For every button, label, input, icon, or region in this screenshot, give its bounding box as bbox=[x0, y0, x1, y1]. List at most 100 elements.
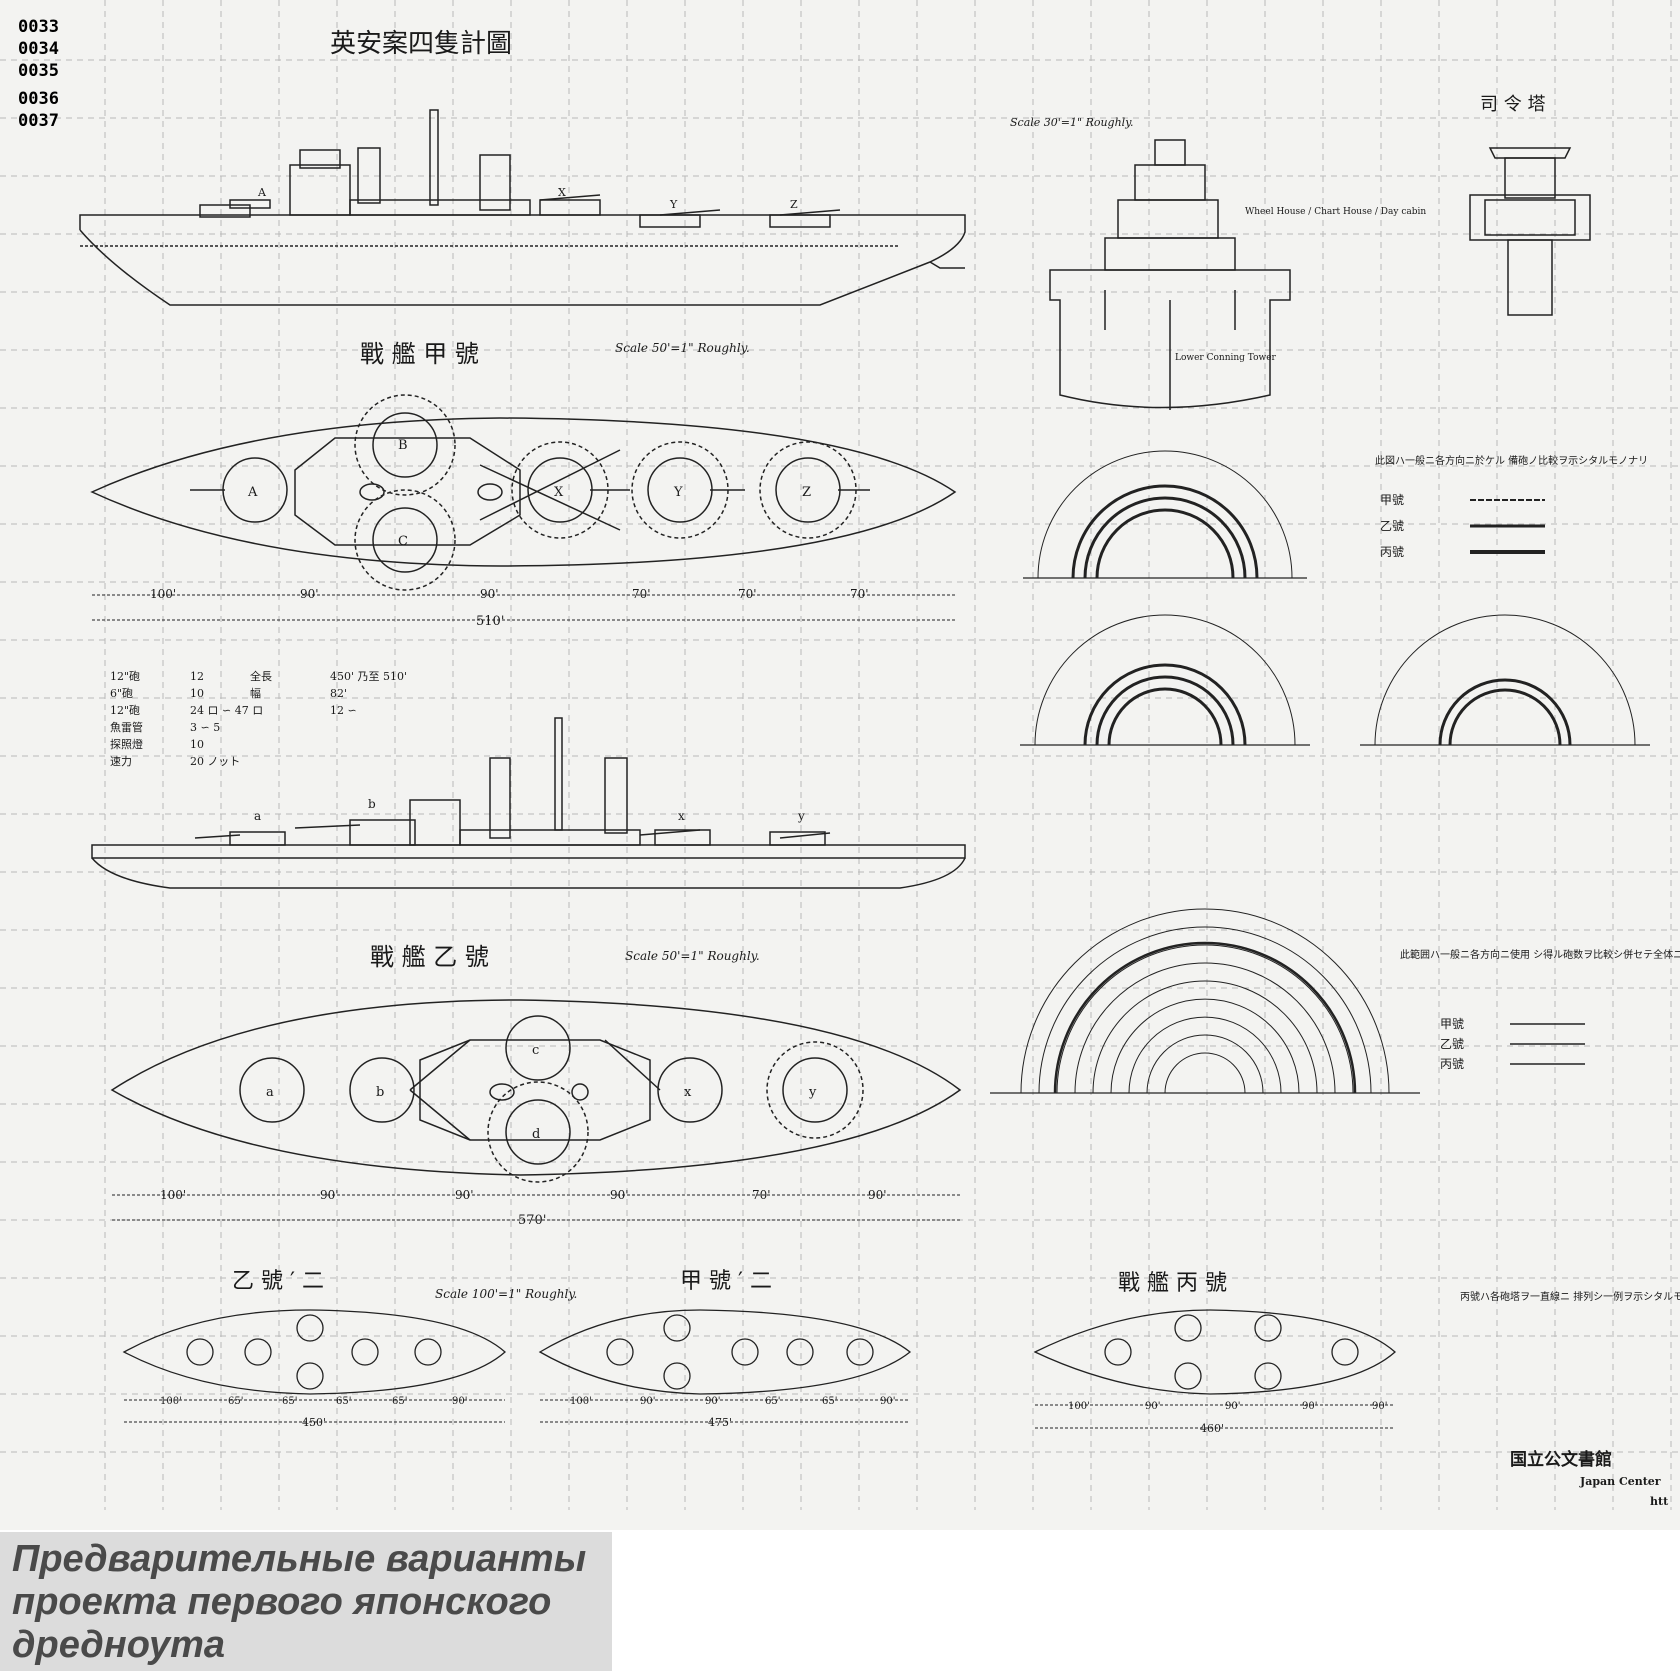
fire-arc bbox=[1374, 614, 1636, 746]
ship-a-title: 戰 艦 甲 號 bbox=[360, 340, 479, 368]
fire-arc bbox=[1083, 663, 1247, 746]
fire-arc-diagrams bbox=[990, 450, 1650, 1094]
plan-turret-x: X bbox=[554, 485, 564, 500]
turret-label-y: Y bbox=[669, 198, 678, 211]
spec-cell: 全長 bbox=[250, 669, 272, 683]
plan-turret-b: B bbox=[398, 438, 408, 453]
dim-b-4: 70' bbox=[752, 1188, 771, 1202]
plan-turret-y: Y bbox=[673, 485, 683, 500]
tower-section-drawing bbox=[1049, 139, 1291, 410]
fire-arc bbox=[1037, 450, 1293, 579]
page-number: 0033 bbox=[18, 17, 59, 37]
dim-c-2: 90' bbox=[1225, 1401, 1240, 1412]
ship-c-plan-view bbox=[1033, 1309, 1396, 1395]
page-number-list: 0033 0034 0035 0036 0037 bbox=[18, 17, 59, 131]
side-b-turret-b: b bbox=[368, 797, 376, 811]
plan-turret-z: Z bbox=[802, 485, 811, 500]
plan-b-turret-d: d bbox=[532, 1127, 540, 1142]
spec-cell: 450' 乃至 510' bbox=[330, 670, 407, 683]
dim-a-1: 90' bbox=[300, 587, 319, 601]
side-b-turret-y: y bbox=[797, 809, 805, 823]
fire-arc bbox=[1095, 508, 1235, 579]
ship-c-title: 戰 艦 丙 號 bbox=[1118, 1271, 1227, 1296]
legend-top-note: 此図ハ一般ニ各方向ニ於ケル 備砲ノ比較ヲ示シタルモノナリ bbox=[1375, 454, 1648, 467]
dim-b-3: 90' bbox=[610, 1188, 629, 1202]
caption: Предварительные варианты проекта первого… bbox=[12, 1538, 612, 1667]
dim-a-2: 90' bbox=[480, 587, 499, 601]
spec-cell: 12"砲 bbox=[110, 704, 140, 717]
dim-a-4: 70' bbox=[738, 587, 757, 601]
small-scale-note: Scale 100'=1" Roughly. bbox=[435, 1287, 577, 1301]
dim-a-5: 70' bbox=[850, 587, 869, 601]
dim-a2-3: 65' bbox=[765, 1396, 780, 1407]
ship-b-dimension-line bbox=[112, 1194, 960, 1221]
dim-c-total: 460' bbox=[1200, 1422, 1224, 1435]
ship-a2-plan-view bbox=[538, 1309, 912, 1395]
ship-a-plan-view bbox=[90, 394, 957, 591]
legend-bottom-note: 此範囲ハ一般ニ各方向ニ使用 シ得ル砲数ヲ比較シ併セテ全体ニ 對スル Percen… bbox=[1400, 948, 1680, 961]
conning-tower-detail bbox=[1469, 147, 1591, 316]
dim-b-total: 570' bbox=[518, 1213, 546, 1228]
ship-a-dimension-line bbox=[92, 594, 955, 621]
dim-b-5: 90' bbox=[868, 1188, 887, 1202]
dim-a2-2: 90' bbox=[705, 1396, 720, 1407]
fire-arc bbox=[1038, 926, 1372, 1094]
stamp-title: 国立公文書館 bbox=[1510, 1449, 1612, 1470]
fire-arc bbox=[1056, 944, 1354, 1094]
dim-a2-1: 90' bbox=[640, 1396, 655, 1407]
fire-arc bbox=[1092, 980, 1318, 1094]
conning-tower-title: 司 令 塔 bbox=[1480, 94, 1545, 115]
sheet-title: 英安案四隻計圖 bbox=[330, 29, 512, 59]
spec-cell: 12 bbox=[190, 670, 204, 683]
spec-cell: 10 bbox=[190, 687, 204, 700]
legend-bottom-item: 丙號 bbox=[1440, 1057, 1464, 1071]
dim-b2-3: 65' bbox=[336, 1396, 351, 1407]
page-number: 0034 bbox=[18, 39, 59, 59]
caption-background bbox=[0, 1532, 612, 1671]
dim-a-0: 100' bbox=[150, 587, 176, 601]
blueprint-sheet bbox=[0, 0, 1680, 1530]
fire-arc bbox=[1071, 484, 1259, 579]
ship-a-side-view bbox=[79, 109, 966, 306]
dim-b2-0: 100' bbox=[160, 1396, 182, 1407]
plan-b-turret-b: b bbox=[376, 1085, 384, 1100]
dim-b2-5: 90' bbox=[452, 1396, 467, 1407]
plan-turret-c: C bbox=[398, 534, 408, 549]
dim-a2-5: 90' bbox=[880, 1396, 895, 1407]
ship-c-note: 丙號ハ各砲塔ヲ一直線ニ 排列シ一例ヲ示シタルモノ ナリ bbox=[1460, 1290, 1680, 1303]
ship-b2-title: 乙 號 ′ 二 bbox=[232, 1269, 324, 1294]
fire-arc bbox=[1074, 962, 1336, 1094]
spec-cell: 魚雷管 bbox=[110, 720, 143, 734]
side-b-turret-x: x bbox=[678, 809, 685, 823]
side-b-turret-a: a bbox=[254, 809, 261, 823]
tower-chart-house-label: Wheel House / Chart House / Day cabin bbox=[1245, 207, 1426, 217]
dim-a-total: 510' bbox=[476, 614, 504, 629]
grid-lines bbox=[0, 0, 1680, 1510]
tower-lower-label: Lower Conning Tower bbox=[1175, 353, 1277, 363]
spec-cell: 10 bbox=[190, 738, 204, 751]
turret-label-z: Z bbox=[790, 198, 798, 211]
ship-b-scale: Scale 50'=1" Roughly. bbox=[625, 949, 760, 963]
fire-arc bbox=[1053, 941, 1357, 1094]
dim-c-1: 90' bbox=[1145, 1401, 1160, 1412]
spec-cell: 12"砲 bbox=[110, 670, 140, 683]
plan-b-turret-a: a bbox=[266, 1085, 274, 1100]
spec-cell: 24 ロ ∽ 47 ロ bbox=[190, 704, 263, 717]
dim-a-3: 70' bbox=[632, 587, 651, 601]
fire-arc bbox=[1020, 908, 1390, 1094]
legend-bottom-lines bbox=[1510, 1023, 1585, 1065]
dim-b2-2: 65' bbox=[282, 1396, 297, 1407]
caption-line: проекта первого японского bbox=[12, 1581, 552, 1623]
ship-b-title: 戰 艦 乙 號 bbox=[370, 943, 489, 971]
dim-c-4: 90' bbox=[1372, 1401, 1387, 1412]
dim-b2-1: 65' bbox=[228, 1396, 243, 1407]
plan-b-turret-x: x bbox=[684, 1085, 692, 1100]
ship-b2-plan-view bbox=[122, 1309, 506, 1395]
fire-arc bbox=[1083, 496, 1247, 579]
page-number: 0035 bbox=[18, 61, 59, 81]
dim-c-3: 90' bbox=[1302, 1401, 1317, 1412]
fire-arc bbox=[1095, 675, 1235, 746]
archive-stamp: 国立公文書館 Japan Center htt bbox=[1510, 1449, 1669, 1508]
dim-b-2: 90' bbox=[455, 1188, 474, 1202]
spec-table: 12"砲 12 全長 450' 乃至 510' 6"砲 10 幅 82' 12"… bbox=[110, 669, 407, 768]
